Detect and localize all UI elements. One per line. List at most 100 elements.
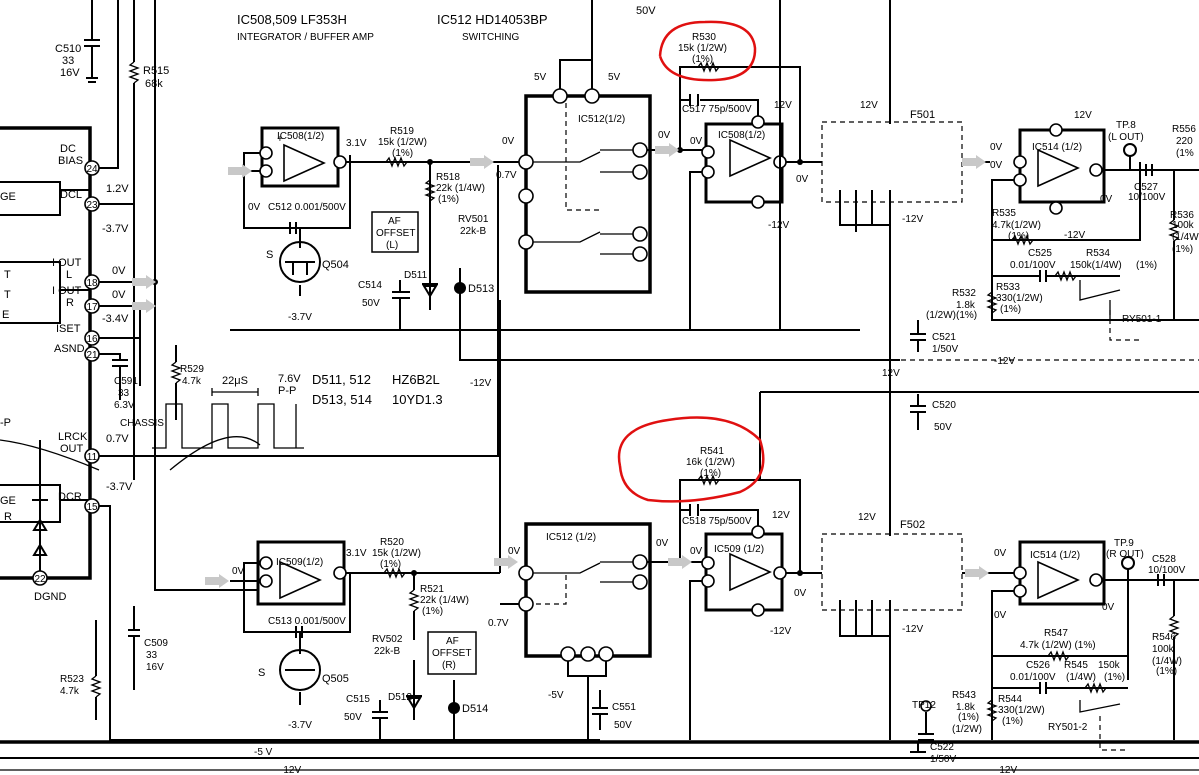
f502-box [821, 394, 1014, 740]
svg-text:23: 23 [86, 200, 98, 211]
svg-text:16V: 16V [146, 662, 164, 673]
bottom-rails [0, 740, 1199, 771]
svg-text:D513, 514: D513, 514 [312, 392, 372, 407]
svg-text:10/100V: 10/100V [1148, 565, 1186, 576]
svg-text:0V: 0V [994, 610, 1007, 621]
svg-text:(1%): (1%) [700, 468, 721, 479]
svg-text:12V: 12V [1074, 110, 1092, 121]
svg-text:(1%): (1%) [1000, 304, 1021, 315]
svg-text:(R OUT): (R OUT) [1106, 549, 1144, 560]
svg-text:0.7V: 0.7V [106, 433, 129, 445]
svg-text:R544: R544 [998, 694, 1022, 705]
svg-text:(1%): (1%) [1008, 231, 1029, 242]
svg-text:1/50V: 1/50V [930, 754, 956, 765]
svg-text:R545: R545 [1064, 660, 1088, 671]
svg-text:BIAS: BIAS [58, 155, 83, 167]
svg-text:R556: R556 [1172, 124, 1196, 135]
svg-text:OUT: OUT [60, 443, 84, 455]
svg-text:-3.7V: -3.7V [288, 720, 312, 731]
svg-text:12V: 12V [860, 100, 878, 111]
svg-text:T: T [4, 289, 11, 301]
svg-text:R546: R546 [1152, 632, 1176, 643]
svg-text:0V: 0V [508, 546, 521, 557]
svg-text:C526: C526 [1026, 660, 1050, 671]
svg-text:5V: 5V [608, 72, 621, 83]
ic514b [918, 540, 1199, 751]
f501-box [779, 0, 990, 330]
svg-text:22k-B: 22k-B [460, 226, 486, 237]
svg-text:R: R [4, 511, 12, 523]
svg-text:10YD1.3: 10YD1.3 [392, 392, 443, 407]
svg-text:D511, 512: D511, 512 [312, 372, 371, 387]
svg-text:-3.7V: -3.7V [288, 312, 312, 323]
svg-text:-12V: -12V [902, 214, 923, 225]
ic512-sub: SWITCHING [462, 32, 519, 43]
svg-text:-3.4V: -3.4V [102, 313, 129, 325]
svg-text:-12V: -12V [768, 220, 789, 231]
svg-text:(1/2W): (1/2W) [952, 724, 982, 735]
svg-text:AF: AF [446, 636, 459, 647]
svg-text:C513 0.001/500V: C513 0.001/500V [268, 616, 346, 627]
svg-text:I OUT: I OUT [52, 285, 82, 297]
svg-text:0V: 0V [690, 546, 703, 557]
svg-text:AF: AF [388, 216, 401, 227]
labels: IC508,509 LF353H INTEGRATOR / BUFFER AMP… [0, 5, 1199, 775]
svg-text:S: S [258, 667, 265, 679]
svg-text:-12V: -12V [996, 765, 1017, 775]
svg-text:0V: 0V [690, 136, 703, 147]
svg-text:1.8k: 1.8k [956, 702, 976, 713]
svg-text:IC514 (1/2): IC514 (1/2) [1032, 142, 1082, 153]
svg-text:50V: 50V [934, 422, 952, 433]
svg-text:GE: GE [0, 191, 16, 203]
svg-text:0V: 0V [1100, 194, 1113, 205]
svg-text:(1%): (1%) [1156, 666, 1177, 677]
svg-text:RV502: RV502 [372, 634, 403, 645]
svg-text:150k: 150k [1098, 660, 1121, 671]
svg-text:R518: R518 [436, 172, 460, 183]
svg-text:C521: C521 [932, 332, 956, 343]
svg-text:-12V: -12V [470, 378, 491, 389]
svg-text:-12V: -12V [902, 624, 923, 635]
svg-text:RV501: RV501 [458, 214, 489, 225]
svg-text:IC514 (1/2): IC514 (1/2) [1030, 550, 1080, 561]
svg-text:4.7k: 4.7k [182, 376, 202, 387]
svg-text:P-P: P-P [278, 385, 296, 397]
svg-text:DGND: DGND [34, 591, 66, 603]
svg-text:R523: R523 [60, 674, 84, 685]
svg-text:(1%): (1%) [958, 712, 979, 723]
ch-r-wiring [230, 300, 520, 740]
svg-text:R515: R515 [143, 65, 169, 77]
svg-text:24: 24 [86, 164, 98, 175]
svg-text:(R): (R) [442, 660, 456, 671]
svg-text:(1%): (1%) [1104, 672, 1125, 683]
svg-text:0.7V: 0.7V [496, 170, 517, 181]
svg-text:R520: R520 [380, 537, 404, 548]
ic509b [647, 391, 1199, 740]
svg-text:16k (1/2W): 16k (1/2W) [686, 457, 735, 468]
svg-text:R: R [66, 297, 74, 309]
svg-text:(1%: (1% [1176, 148, 1194, 159]
svg-text:R519: R519 [390, 126, 414, 137]
ic508b [647, 62, 822, 330]
svg-text:IC512 (1/2): IC512 (1/2) [546, 532, 596, 543]
svg-text:(L OUT): (L OUT) [1108, 132, 1144, 143]
svg-text:E: E [2, 309, 9, 321]
svg-text:330(1/2W): 330(1/2W) [998, 705, 1045, 716]
svg-text:5V: 5V [534, 72, 547, 83]
svg-text:0V: 0V [990, 142, 1003, 153]
svg-text:R543: R543 [952, 690, 976, 701]
svg-text:33: 33 [62, 55, 74, 67]
svg-text:C510: C510 [55, 43, 81, 55]
svg-text:-5 V: -5 V [254, 747, 273, 758]
svg-text:(1%): (1%) [392, 148, 413, 159]
annotation-r541-circle [617, 416, 765, 503]
svg-text:12V: 12V [772, 510, 790, 521]
svg-text:-12V: -12V [770, 626, 791, 637]
ic508a: + [259, 126, 347, 188]
svg-text:(1/2W)(1%): (1/2W)(1%) [926, 310, 977, 321]
svg-text:18: 18 [86, 278, 98, 289]
svg-text:11: 11 [87, 452, 98, 463]
svg-text:3.1V: 3.1V [346, 138, 367, 149]
svg-text:IC508(1/2): IC508(1/2) [277, 131, 324, 142]
svg-text:0V: 0V [112, 289, 126, 301]
